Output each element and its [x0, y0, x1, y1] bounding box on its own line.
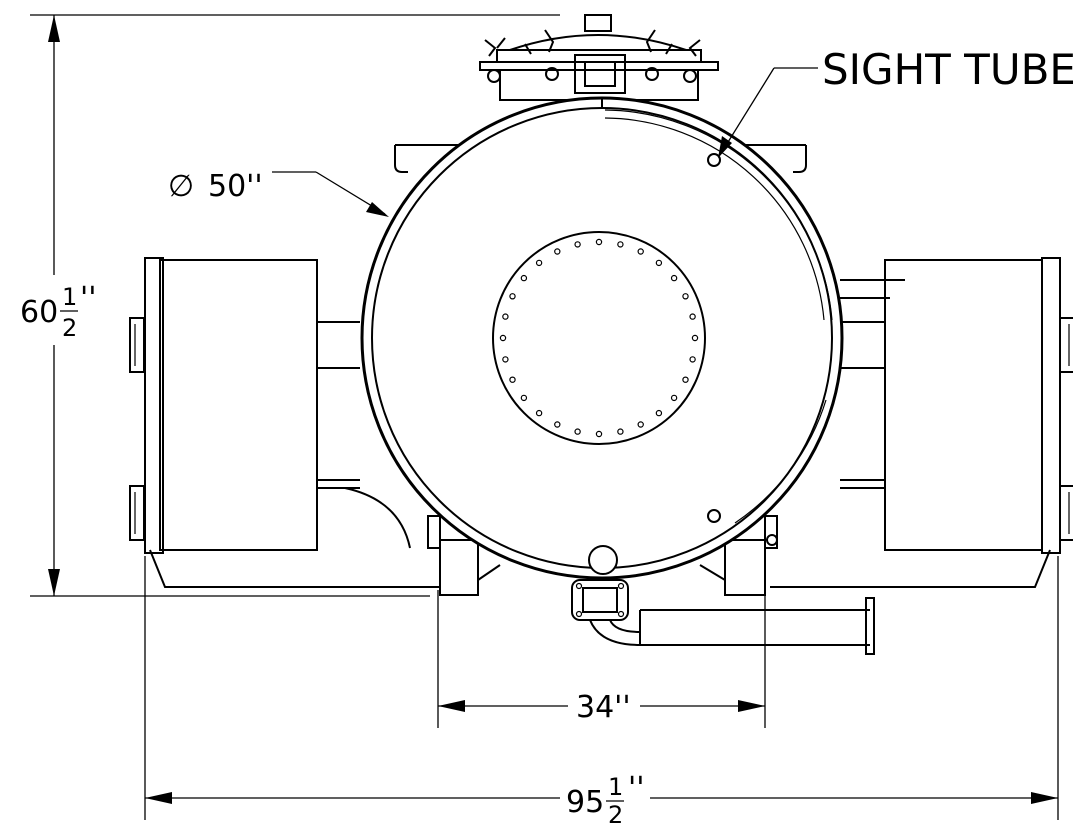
flange-bolt [670, 274, 678, 282]
flange-bolt [535, 409, 543, 417]
flange-bolt [637, 421, 644, 428]
flange-bolt [509, 293, 516, 300]
height-numerator: 1 [62, 283, 77, 311]
flange-bolt [682, 293, 689, 300]
sight-tube-callout: SIGHT TUBE [718, 45, 1073, 158]
flange-bolt [574, 241, 581, 248]
right-side-box [770, 257, 1073, 588]
flange-bolt [617, 241, 624, 248]
total-width-numerator: 1 [608, 773, 623, 801]
bottom-nozzle [588, 545, 618, 575]
center-width-dimension: 34'' [437, 590, 766, 728]
flange-bolt [554, 421, 561, 428]
diameter-symbol: ∅ [168, 169, 194, 204]
total-width-unit: '' [628, 771, 645, 806]
flange-bolt [502, 313, 509, 320]
height-label: 60 1 2 '' [20, 281, 97, 342]
flange-bolt [509, 376, 516, 383]
flange-bolt [554, 248, 561, 255]
flange-bolt [520, 274, 528, 282]
flange-bolt [637, 248, 644, 255]
flange-bolts [499, 238, 699, 438]
flange-bolt [655, 259, 663, 267]
flange-bolt [535, 259, 543, 267]
total-width-denominator: 2 [608, 801, 623, 824]
manway-flange [492, 231, 706, 445]
flange-bolt [617, 428, 624, 435]
total-width-label: 95 1 2 '' [566, 771, 645, 824]
diameter-label: 50'' [208, 169, 263, 204]
height-dimension [30, 14, 560, 597]
height-whole: 60 [20, 295, 58, 330]
left-side-box [129, 257, 440, 588]
flange-bolt [689, 356, 696, 363]
top-hatch-assembly [479, 14, 719, 101]
hatch-clamps [484, 29, 701, 83]
flange-bolt [502, 356, 509, 363]
center-width-label: 34'' [576, 690, 631, 725]
sight-tube-label: SIGHT TUBE [822, 45, 1073, 94]
flange-bolt [574, 428, 581, 435]
height-unit: '' [80, 281, 97, 316]
height-denominator: 2 [62, 314, 77, 342]
flange-bolt [595, 238, 603, 246]
diameter-callout: ∅ 50'' [168, 169, 389, 217]
saddle-supports [427, 515, 778, 596]
flange-bolt [691, 334, 699, 342]
flange-bolt [670, 394, 678, 402]
flange-bolt [655, 409, 663, 417]
flange-bolt [682, 376, 689, 383]
flange-bolt [520, 394, 528, 402]
flange-bolt [595, 430, 603, 438]
flange-bolt [689, 313, 696, 320]
outlet-pipe [571, 579, 875, 655]
total-width-dimension [144, 556, 1059, 820]
total-width-whole: 95 [566, 785, 604, 820]
flange-bolt [499, 334, 507, 342]
main-shell [360, 96, 844, 580]
